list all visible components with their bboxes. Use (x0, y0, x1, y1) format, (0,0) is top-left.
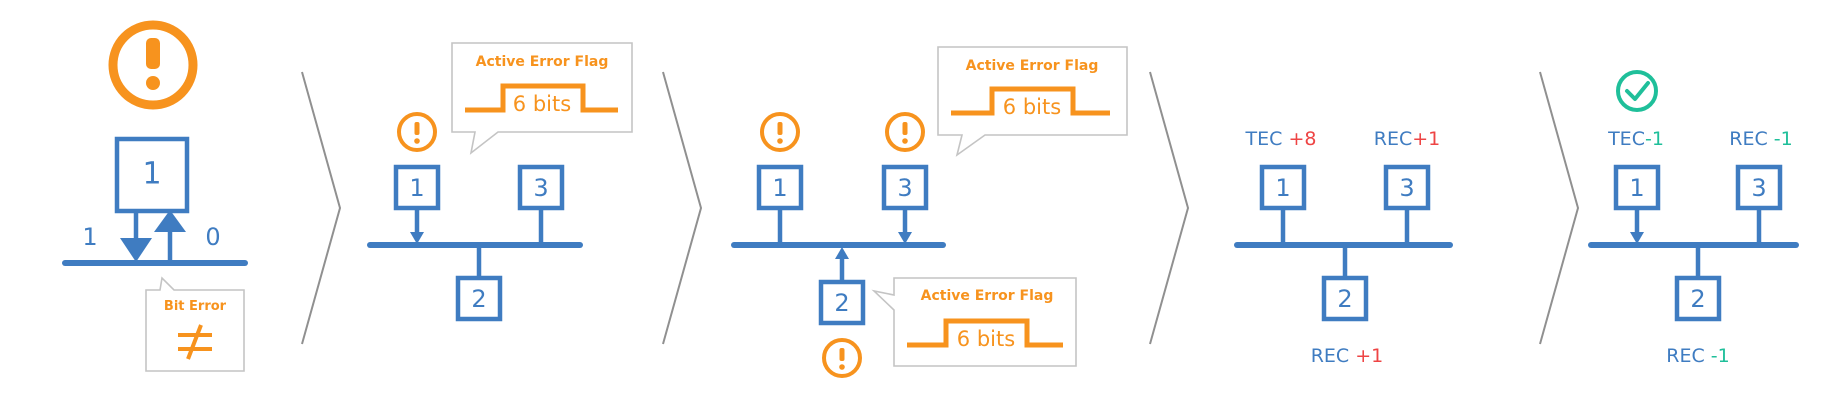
node-3-counter: REC -1 (1729, 128, 1792, 150)
flag-bits: 6 bits (513, 92, 571, 116)
chevron-right-icon (1149, 71, 1190, 345)
node-3-box (517, 164, 565, 211)
node-1-box (1259, 164, 1307, 211)
node-3-box (1735, 164, 1783, 211)
flag-title: Active Error Flag (966, 58, 1099, 74)
node-3-box (881, 164, 929, 211)
chevron-right-icon (662, 71, 703, 345)
node-1-label: 1 (409, 174, 424, 202)
stage-1-bit-error: 1 1 0 Bit Error (62, 20, 248, 372)
down-arrow-icon (898, 232, 912, 244)
down-arrow-icon (120, 238, 152, 262)
bit-error-callout: Bit Error (145, 276, 245, 372)
node-1-counter: TEC-1 (1607, 128, 1664, 150)
node-1-box (393, 164, 441, 211)
up-arrow-icon (835, 247, 849, 259)
node-3-label: 3 (1399, 174, 1414, 202)
chevron-right-icon (301, 71, 342, 345)
node-2-box (1321, 275, 1369, 322)
active-error-flag-callout-top: Active Error Flag 6 bits (937, 46, 1128, 157)
node-1-box (1613, 164, 1661, 211)
up-arrow-icon (154, 210, 186, 232)
node-2-box (818, 279, 866, 326)
node-3-counter: REC+1 (1374, 128, 1441, 150)
node-2-counter: REC +1 (1311, 345, 1384, 367)
node-1-label: 1 (772, 174, 787, 202)
node-2-label: 2 (834, 289, 849, 317)
flag-bits: 6 bits (957, 327, 1015, 351)
node-1-box (114, 136, 190, 214)
node-1-box (756, 164, 804, 211)
stage-2-error-flag-transmitted: Active Error Flag 6 bits 1 3 2 (367, 42, 633, 322)
flag-title: Active Error Flag (921, 288, 1054, 304)
node-2-label: 2 (471, 285, 486, 313)
active-error-flag-callout-bottom: Active Error Flag 6 bits (871, 277, 1077, 367)
stage-3-error-flags-echoed: Active Error Flag 6 bits Active Error Fl… (731, 46, 1128, 378)
node-2-box (1674, 275, 1722, 322)
flag-bits: 6 bits (1003, 95, 1061, 119)
error-exclamation-icon (397, 112, 437, 152)
error-exclamation-icon (760, 112, 800, 152)
node-1-counter: TEC +8 (1245, 128, 1317, 150)
node-2-box (455, 275, 503, 322)
node-3-label: 3 (533, 174, 548, 202)
flag-title: Active Error Flag (476, 54, 609, 70)
bit-error-title: Bit Error (164, 299, 227, 314)
chevron-right-icon (1539, 71, 1580, 345)
error-exclamation-icon (822, 338, 862, 378)
sent-bit-label: 1 (82, 223, 97, 251)
node-2-label: 2 (1690, 285, 1705, 313)
node-1-label: 1 (1629, 174, 1644, 202)
not-equal-icon (178, 324, 212, 360)
down-arrow-icon (1630, 232, 1644, 244)
read-bit-label: 0 (205, 223, 220, 251)
node-2-counter: REC -1 (1666, 345, 1729, 367)
node-3-label: 3 (1751, 174, 1766, 202)
check-circle-icon (1616, 70, 1658, 112)
node-2-label: 2 (1337, 285, 1352, 313)
node-3-label: 3 (897, 174, 912, 202)
down-arrow-icon (410, 232, 424, 244)
active-error-flag-callout: Active Error Flag 6 bits (451, 42, 633, 155)
error-exclamation-icon (108, 20, 198, 110)
node-1-label: 1 (1275, 174, 1290, 202)
error-exclamation-icon (885, 112, 925, 152)
node-1-label: 1 (142, 157, 161, 192)
stage-4-counters-increment: TEC +8 REC+1 1 3 2 REC +1 (1234, 128, 1453, 367)
node-3-box (1383, 164, 1431, 211)
stage-5-successful-transmission: TEC-1 REC -1 1 3 2 REC -1 (1588, 70, 1799, 367)
